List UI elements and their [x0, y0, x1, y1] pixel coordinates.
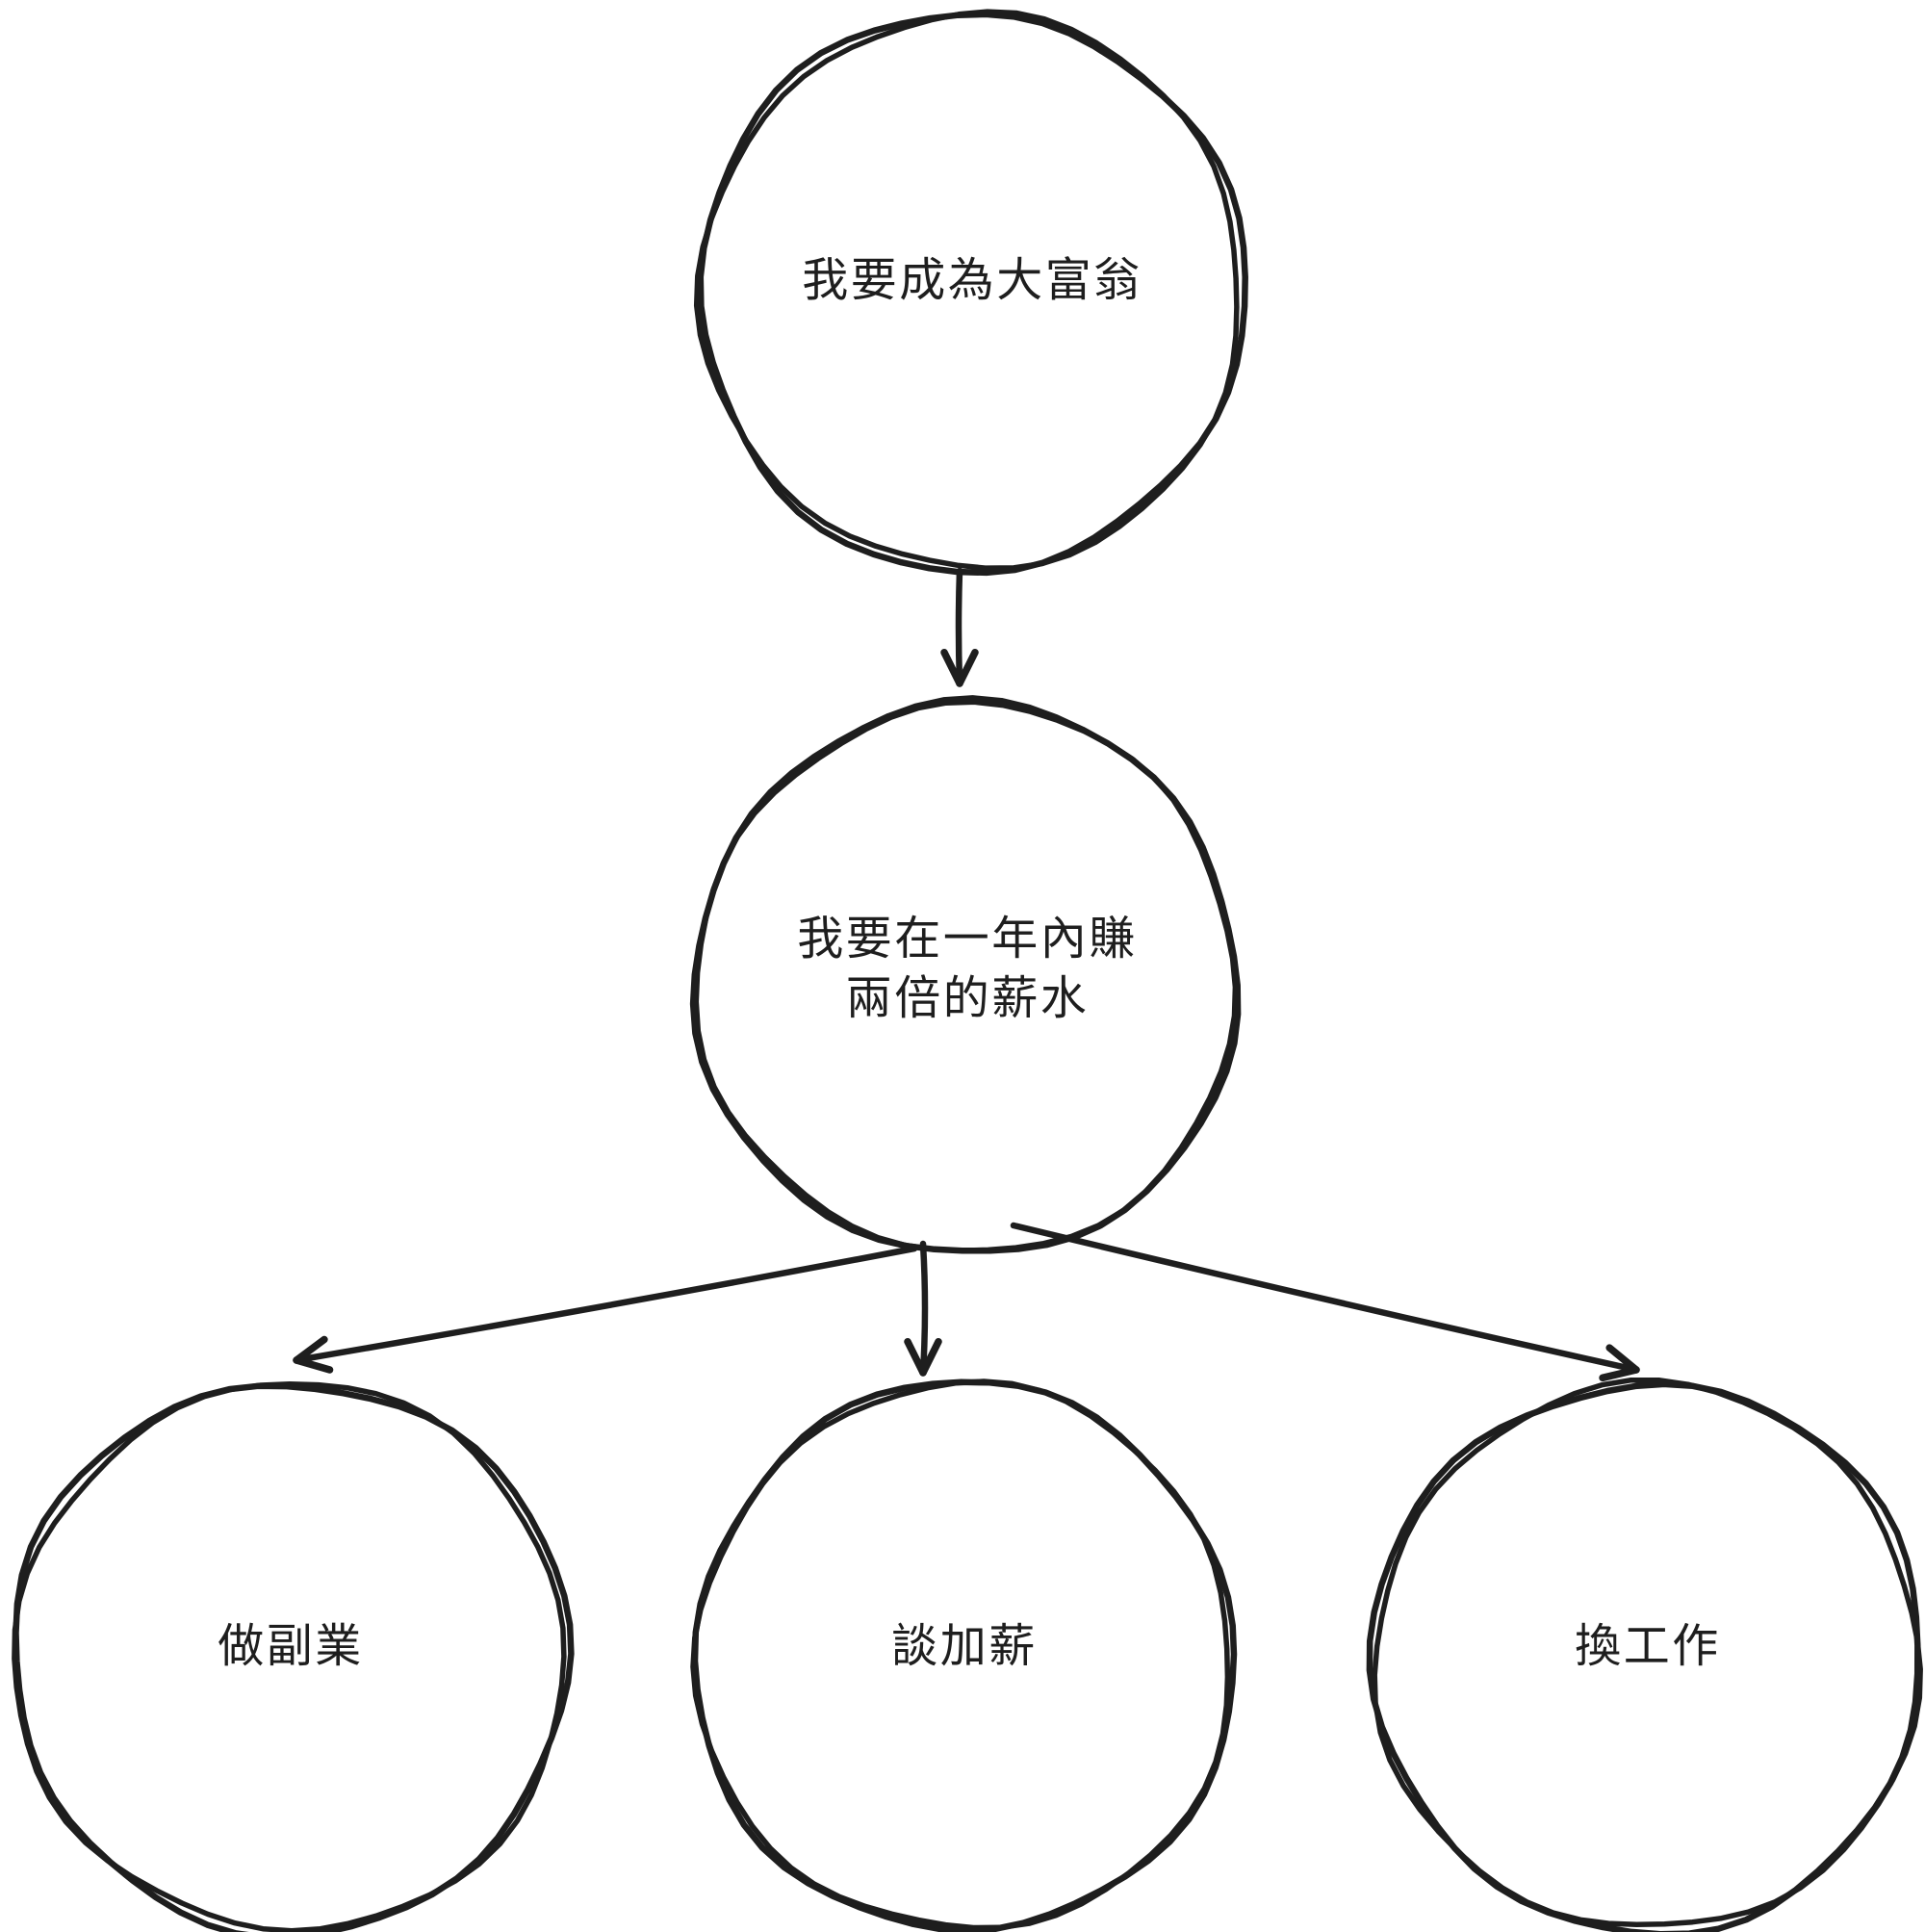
node-change-job[interactable]: 換工作 — [1366, 1378, 1923, 1932]
arrowhead — [904, 1337, 927, 1377]
node-label: 談加薪 — [891, 1619, 1038, 1673]
arrowhead — [293, 1335, 328, 1364]
arrowhead — [956, 648, 979, 687]
arrow-line — [1010, 1222, 1640, 1374]
arrowhead — [1599, 1366, 1640, 1382]
node-raise[interactable]: 談加薪 — [690, 1378, 1238, 1932]
edge-root-goal[interactable] — [940, 567, 979, 687]
edge-goal-side-hustle[interactable] — [293, 1245, 918, 1374]
arrow-line — [919, 1240, 929, 1377]
circle-outline-pass2 — [690, 1378, 1231, 1931]
edge-goal-raise[interactable] — [904, 1240, 942, 1377]
node-goal[interactable]: 我要在一年內賺兩倍的薪水 — [689, 695, 1242, 1254]
node-label: 我要在一年內賺兩倍的薪水 — [797, 912, 1138, 1025]
arrowhead — [293, 1356, 334, 1374]
arrowhead — [1605, 1344, 1640, 1374]
circle-outline — [697, 11, 1248, 577]
circle-outline-pass2 — [693, 9, 1240, 571]
node-root[interactable]: 我要成為大富翁 — [693, 9, 1248, 577]
arrowhead — [919, 1337, 942, 1377]
arrow-line — [293, 1245, 918, 1364]
node-label: 我要成為大富翁 — [802, 253, 1142, 307]
node-side-hustle[interactable]: 做副業 — [12, 1380, 575, 1932]
arrowhead — [940, 648, 963, 687]
circle-outline-pass2 — [12, 1380, 567, 1932]
node-label: 做副業 — [218, 1619, 364, 1673]
circle-outline-pass2 — [693, 699, 1239, 1253]
edge-goal-change-job[interactable] — [1010, 1222, 1640, 1382]
node-label: 換工作 — [1575, 1619, 1721, 1673]
arrow-line — [955, 567, 963, 687]
circle-outline-pass2 — [1372, 1378, 1923, 1928]
